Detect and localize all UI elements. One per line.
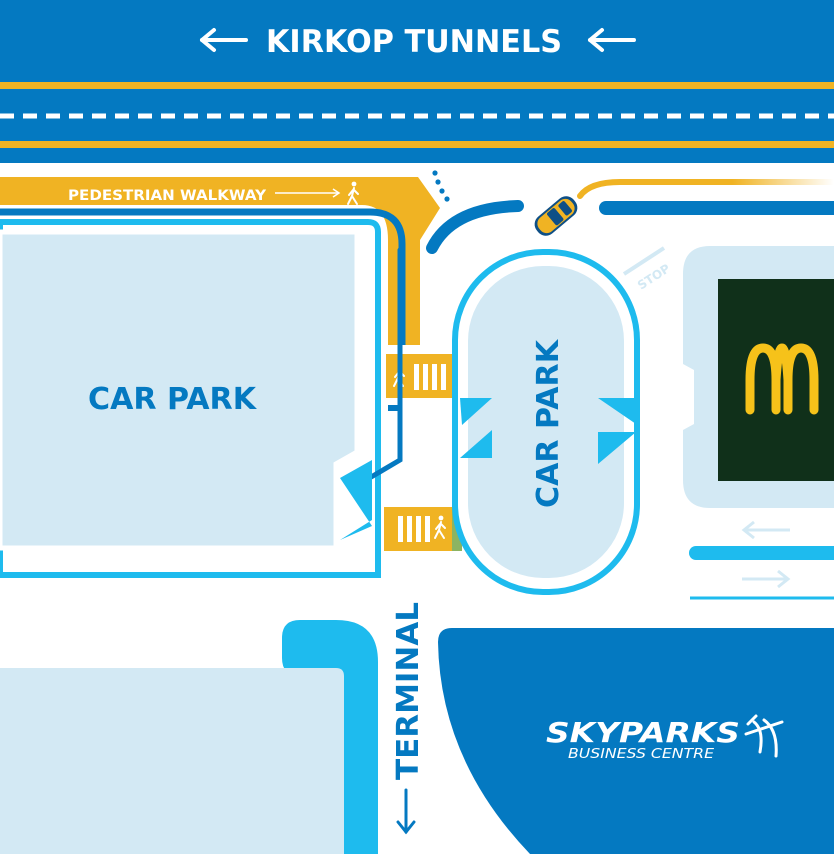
page-title: KIRKOP TUNNELS (266, 24, 562, 60)
pedestrian-icon (434, 515, 446, 539)
pedestrian-icon (347, 181, 359, 205)
walkway-label: PEDESTRIAN WALKWAY (68, 188, 267, 204)
skyparks-block (438, 628, 834, 854)
mcdonalds-logo-icon (745, 343, 819, 415)
car-park-label: CAR PARK (88, 382, 258, 417)
arrow-down-icon (396, 788, 416, 835)
crosswalk-upper (414, 364, 446, 390)
dotted-path (432, 170, 450, 202)
road-markings (426, 179, 834, 254)
skyparks-plane-icon (744, 714, 784, 758)
crosswalk-lower (398, 516, 430, 542)
stop-label: STOP (635, 261, 673, 292)
terminal-label: TERMINAL (391, 602, 426, 780)
kirkop-tunnels-road (0, 0, 834, 163)
arrow-left-icon (588, 28, 636, 52)
arrow-left-icon (200, 28, 248, 52)
car-park-center-label: CAR PARK (531, 338, 566, 508)
car-icon (534, 196, 578, 236)
car-park-center (452, 249, 640, 595)
skyparks-subtitle: BUSINESS CENTRE (568, 747, 715, 762)
arrow-left-icon (741, 520, 790, 540)
terminal-building (0, 620, 378, 854)
skyparks-name: SKYPARKS (546, 716, 740, 749)
car-park-left (0, 219, 403, 578)
arrow-right-icon (275, 188, 341, 198)
arrow-right-icon (742, 569, 791, 589)
stop-line (622, 246, 666, 276)
